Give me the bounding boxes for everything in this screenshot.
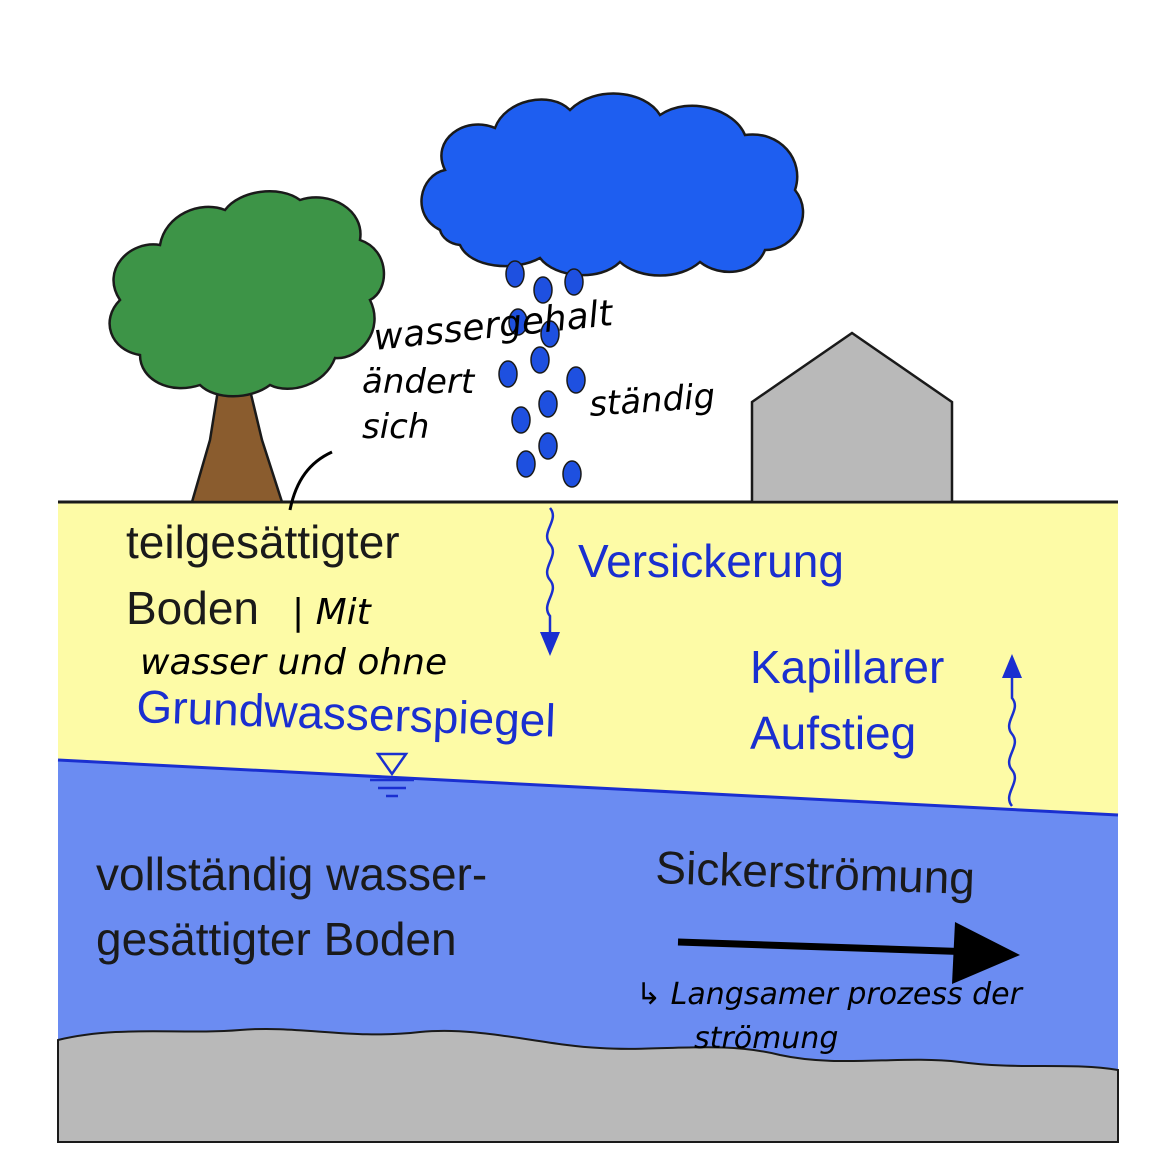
- infiltration-arrow: [545, 507, 555, 640]
- saturated-zone-label-line2: gesättigter Boden: [96, 913, 457, 965]
- capillary-rise-label-line2: Aufstieg: [750, 707, 916, 759]
- handwritten-note-line4: ständig: [588, 376, 717, 425]
- raindrop: [508, 308, 528, 336]
- raindrop: [498, 360, 518, 388]
- bedrock-layer: [57, 1027, 1119, 1143]
- tree-trunk: [190, 388, 284, 504]
- raindrop: [566, 366, 586, 394]
- capillary-rise-arrowhead: [1002, 654, 1022, 678]
- handwritten-note-line1: wassergehalt: [372, 293, 617, 359]
- seepage-flow-arrow: [677, 938, 976, 956]
- raindrop: [533, 276, 553, 304]
- handwritten-unsaturated-note-line1: | Mit: [292, 592, 373, 633]
- raindrop: [530, 346, 550, 374]
- handwritten-note-line2: ändert: [362, 362, 476, 402]
- capillary-rise-arrow: [1007, 672, 1017, 807]
- house: [750, 331, 954, 504]
- seepage-flow-arrowhead: [952, 922, 1020, 984]
- raindrop: [538, 390, 558, 418]
- unsaturated-zone-label-line1: teilgesättigter: [126, 516, 400, 568]
- water-table-line: [57, 758, 1119, 817]
- tree-crown: [108, 190, 386, 398]
- unsaturated-zone-label-line2: Boden: [126, 582, 259, 634]
- raindrop: [505, 260, 525, 288]
- infiltration-arrowhead: [540, 632, 560, 656]
- handwritten-pointer-stroke: [288, 450, 333, 511]
- handwritten-seepage-note-line2: strömung: [694, 1021, 838, 1056]
- handwritten-unsaturated-note-line2: wasser und ohne: [140, 642, 447, 683]
- raindrop: [538, 432, 558, 460]
- saturated-zone-label-line1: vollständig wasser-: [96, 848, 487, 900]
- raindrop: [511, 406, 531, 434]
- raindrop: [516, 450, 536, 478]
- raindrop: [562, 460, 582, 488]
- capillary-rise-label-line1: Kapillarer: [750, 641, 944, 693]
- handwritten-note-line3: sich: [362, 407, 429, 447]
- water-table-symbol-icon: [370, 752, 414, 798]
- cloud: [420, 92, 805, 277]
- seepage-flow-label: Sickerströmung: [655, 841, 976, 904]
- raindrops: [498, 260, 586, 488]
- raindrop: [564, 268, 584, 296]
- raindrop: [540, 320, 560, 348]
- infiltration-label: Versickerung: [578, 535, 844, 587]
- handwritten-seepage-note-line1: ↳ Langsamer prozess der: [636, 977, 1024, 1012]
